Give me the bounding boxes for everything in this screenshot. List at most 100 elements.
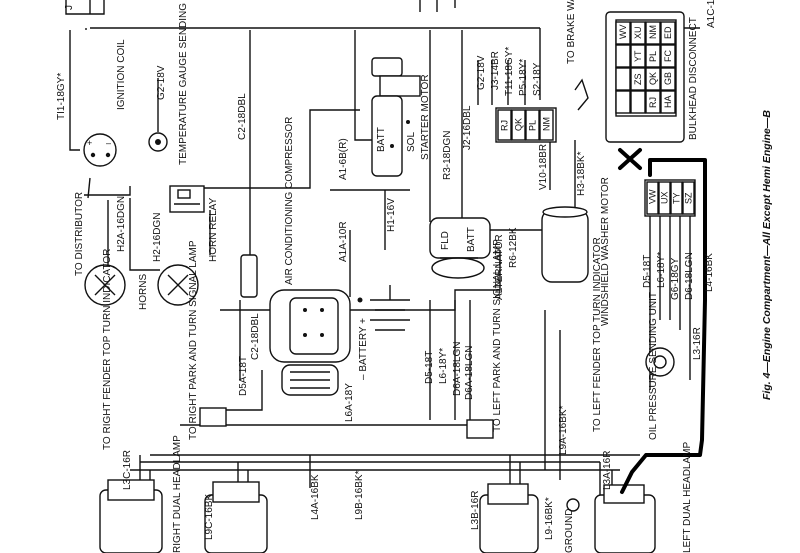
l3-label: L3-16R (692, 327, 703, 360)
starter-pin-2-pin-label: PL (528, 120, 538, 131)
horn-symbols (84, 264, 199, 306)
a1c-label: A1C-16 (706, 0, 717, 28)
washer-pin-0-cell (646, 181, 659, 215)
d5-label: D5-18T (424, 351, 435, 384)
batt-label: BATT (376, 127, 387, 152)
bulkhead-3-0-cell (615, 21, 631, 45)
starter-pin-1-pin-label: QK (514, 118, 524, 131)
h1-label: H1-16V (386, 198, 397, 232)
r6-label: R6-12BK (508, 227, 519, 268)
ac-compressor-label: AIR CONDITIONING COMPRESSOR (284, 117, 295, 285)
headlamp-symbols (99, 479, 656, 553)
battery-symbol (357, 285, 410, 331)
g2b-label: G2-18V (476, 55, 487, 90)
park-lamp-connectors (199, 407, 494, 439)
lp-lamp-label: TO LEFT PARK AND TURN SIGNAL LAMP (492, 239, 503, 432)
washer-pin-3-cell (682, 181, 695, 215)
a1-6-label: A1-6B(R) (338, 138, 349, 180)
lf-turn-label: TO LEFT FENDER TOP TURN INDICATOR (592, 237, 603, 432)
rf-turn-label: TO RIGHT FENDER TOP TURN INDICATOR (102, 249, 113, 450)
washer-pin-2-cell (670, 181, 683, 215)
l6a-label: L6A-18Y (344, 383, 355, 422)
bulkhead-0-0-cell (660, 21, 676, 45)
washer-pin-1-cell (658, 181, 671, 215)
starter-pin-0-pin-label: RJ (500, 120, 510, 131)
l9a-label: L9A-16BK* (558, 405, 569, 455)
l4-label: L4-16BK (704, 253, 715, 292)
bulkhead-1-0-cell (645, 21, 661, 45)
sol-label: SOL (406, 132, 417, 152)
l3b-label: L3B-16R (470, 491, 481, 530)
washer-pin-1-pin-label: UX (660, 191, 670, 204)
t11-label: T11-18GY* (504, 47, 515, 96)
ignition-coil-symbol: + – (83, 133, 117, 167)
starter-pin-3-pin-label: NM (542, 117, 552, 131)
horn-relay-label: HORN RELAY (208, 197, 219, 262)
l6b-label: L6-18Y* (656, 252, 667, 288)
c2a-label: C2-18DBL (237, 93, 248, 140)
h3-label: H3-18BK* (576, 151, 587, 196)
bulkhead-0-2-pin-label: GB (663, 72, 673, 85)
bulkhead-2-2-cell (630, 67, 646, 91)
starter-pin-1-cell (511, 109, 526, 141)
l3a-label: L3A-16R (602, 451, 613, 490)
brake-switch-symbol (574, 78, 589, 111)
washer-motor-label: WINDSHIELD WASHER MOTOR (600, 177, 611, 326)
alternator-label: ALTERNATOR (494, 234, 505, 300)
batt2-label: BATT (466, 227, 477, 252)
bulkhead-3-3-cell (615, 90, 631, 114)
bulkhead-3-0-pin-label: WV (618, 25, 628, 40)
horns-label: HORNS (138, 274, 149, 310)
temp-gauge-label: TEMPERATURE GAUGE SENDING UNIT (178, 0, 189, 165)
ground-label: GROUND (564, 509, 575, 553)
temp-sending-unit-symbol (148, 132, 168, 152)
s2-label: S2-18Y (532, 62, 543, 96)
l9b-label: L9B-16BK* (354, 470, 365, 520)
d5a-label: D5A-18T (238, 356, 249, 396)
bulkhead-1-1-pin-label: PL (648, 51, 658, 62)
bulkhead-2-1-pin-label: YT (633, 50, 643, 62)
bulkhead-2-1-cell (630, 44, 646, 68)
wiring-lines (65, 0, 700, 495)
bulkhead-1-3-pin-label: RJ (648, 97, 658, 108)
bulkhead-label: BULKHEAD DISCONNECT (688, 17, 699, 140)
bulkhead-2-0-cell (630, 21, 646, 45)
g6-label: G6-18GY (670, 257, 681, 300)
bulkhead-2-2-pin-label: ZS (633, 73, 643, 85)
h2-label: H2-16DGN (152, 213, 163, 262)
right-headlamp-label: RIGHT DUAL HEADLAMP (172, 435, 183, 553)
svg-text:+: + (87, 138, 92, 148)
bulkhead-1-2-cell (645, 67, 661, 91)
washer-pin-0-pin-label: VW (648, 189, 658, 204)
j2-label: J2-16DBL (462, 105, 473, 150)
ignition-coil-label: IGNITION COIL (116, 39, 127, 110)
h2a-label: H2A-16DGN (116, 196, 127, 252)
ti1-label: TI1-18GY* (56, 73, 67, 120)
ac-compressor-symbol (240, 254, 351, 396)
starter-pin-3-cell (539, 109, 554, 141)
labels: J TI1-18GY* IGNITION COIL G2-18V TEMPERA… (56, 0, 773, 553)
bulkhead-1-3-cell (645, 90, 661, 114)
l9-label: L9-16BK* (544, 497, 555, 540)
to-distributor-label: TO DISTRIBUTOR (74, 192, 85, 276)
bulkhead-2-0-pin-label: XU (633, 26, 643, 39)
brake-switch-label: TO BRAKE WARNING LAMP SWITCH (566, 0, 577, 64)
starter-pin-2-cell (525, 109, 540, 141)
d6-label: D6-18LGN (684, 252, 695, 300)
highlighted-wire (618, 148, 707, 494)
l9c-label: L9C-16BK (204, 494, 215, 540)
svg-text:–: – (106, 138, 111, 148)
bulkhead-0-0-pin-label: ED (663, 26, 673, 39)
bulkhead-1-1-cell (645, 44, 661, 68)
bulkhead-3-1-cell (615, 44, 631, 68)
l4a-label: L4A-16BK (310, 474, 321, 520)
starter-motor-label: STARTER MOTOR (420, 74, 431, 160)
washer-pin-3-pin-label: SZ (684, 192, 694, 204)
l3c-label: L3C-16R (122, 450, 133, 490)
bulkhead-0-1-cell (660, 44, 676, 68)
starter-connector-block: RJ QK PL NM (495, 107, 557, 143)
bulkhead-0-3-cell (660, 90, 676, 114)
